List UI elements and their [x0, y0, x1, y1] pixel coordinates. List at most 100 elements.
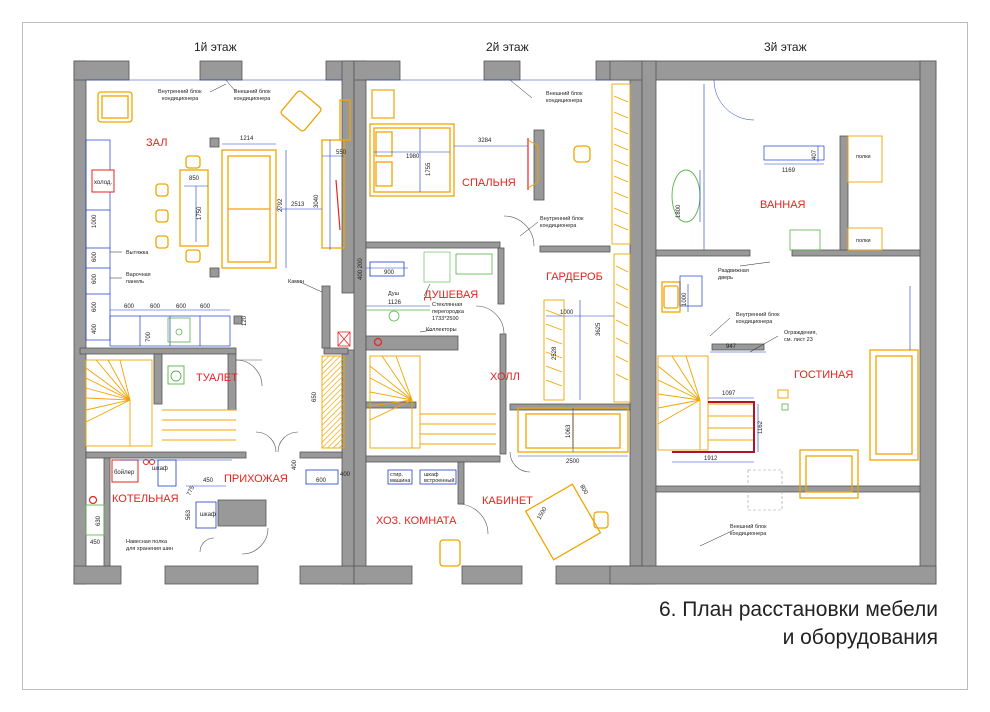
- shaft-icon: [337, 331, 351, 347]
- dim-3625: 3625: [596, 322, 602, 336]
- note-glass-3: 1733*2500: [432, 316, 459, 322]
- dim-1500: 1500: [537, 506, 549, 521]
- floor-2-room-labels: СПАЛЬНЯ ДУШЕВАЯ ГАРДЕРОБ ХОЛЛ КАБИНЕТ ХО…: [376, 177, 603, 527]
- floor-1-notes: Внутренний блок кондиционера Внешний бло…: [126, 88, 304, 552]
- floor-1-doors: [199, 359, 299, 555]
- dim-1169: 1169: [782, 168, 796, 174]
- note-f2-outdoor-unit: Внешний блок: [546, 90, 583, 97]
- note-f3-outdoor-unit: Внешний блок: [730, 523, 767, 530]
- dim-1750: 1750: [197, 206, 203, 220]
- floor-2-notes: Внешний блок кондиционера Внутренний бло…: [388, 90, 584, 484]
- dim-650: 650: [312, 391, 318, 402]
- dim-550: 550: [336, 150, 347, 156]
- builtin-cabinet-box: [419, 469, 457, 485]
- room-label-spalnya: СПАЛЬНЯ: [462, 177, 516, 189]
- note-f3-indoor-unit-2: кондиционера: [736, 319, 773, 325]
- dim-400-b: 400: [292, 459, 298, 470]
- floor-3-leaders: [699, 261, 779, 547]
- floor-1-title: 1й этаж: [194, 40, 237, 54]
- hall-bench: [305, 469, 339, 485]
- dim-3284: 3284: [478, 138, 492, 144]
- utility-sink: [85, 504, 105, 536]
- floor-1-dimension-text: 1214 850 1750 2792 2513 550 3040 1000 60…: [90, 136, 351, 546]
- dim-1063: 1063: [566, 424, 572, 438]
- dim-2528: 2528: [552, 346, 558, 360]
- note-glass: Стеклянная: [432, 302, 462, 308]
- floor-3-walls: [609, 60, 937, 585]
- room-label-tualet: ТУАЛЕТ: [196, 372, 238, 384]
- study-furniture: [439, 407, 629, 567]
- sink-drain-icon: [175, 328, 183, 336]
- sheet-frame: [22, 22, 968, 690]
- dim-450-b: 450: [90, 540, 101, 546]
- dim-2500: 2500: [566, 459, 580, 465]
- cabinet-b-box: [195, 501, 217, 529]
- note-railing: Ограждения,: [784, 330, 817, 336]
- floor-1-dimensions: [110, 140, 344, 487]
- note-builtin: шкаф: [424, 472, 439, 478]
- shower-basin: [455, 253, 493, 275]
- note-outdoor-unit-2: кондиционера: [234, 96, 271, 102]
- floor-2-dimension-text: 3284 1980 1755 400 200 900 1126 1000 252…: [358, 138, 602, 521]
- vanity-top: [763, 145, 825, 161]
- dim-600-g: 600: [200, 304, 211, 310]
- note-shelves-a: полки: [856, 154, 871, 160]
- floor-1-kitchen-run: [85, 139, 231, 347]
- floor-1-furniture: [97, 90, 351, 269]
- dim-400-200: 400 200: [358, 258, 364, 280]
- floor-2-title: 2й этаж: [486, 40, 529, 54]
- note-shelf-2: для хранения шин: [126, 546, 173, 552]
- room-label-prihozhaya: ПРИХОЖАЯ: [224, 473, 288, 485]
- room-label-vannaya: ВАННАЯ: [760, 199, 806, 211]
- note-f3-outdoor-unit-2: кондиционера: [730, 531, 767, 537]
- tv-stand: [527, 139, 539, 189]
- dim-600-e: 600: [150, 304, 161, 310]
- note-shelf: Навесная полка: [126, 539, 168, 545]
- cabinet-a-box: [157, 459, 177, 487]
- double-bed: [369, 123, 591, 197]
- floor-3-plan: 407 1169 1800 1000 947 1097 1162 1912 по…: [609, 60, 937, 585]
- kitchen-sink: [167, 317, 191, 343]
- washer-box: [387, 469, 413, 485]
- living-outlet: [781, 403, 789, 411]
- dim-850: 850: [189, 176, 200, 182]
- note-f2-indoor-unit-2: кондиционера: [540, 223, 577, 229]
- room-label-hoz-komnata: ХОЗ. КОМНАТА: [376, 515, 457, 527]
- note-builtin-2: встроенный: [424, 477, 454, 484]
- dim-600-c: 600: [92, 301, 98, 312]
- dim-630: 630: [96, 515, 102, 526]
- floor-3-dimension-text: 407 1169 1800 1000 947 1097 1162 1912: [676, 149, 818, 462]
- shelves-b-box: [847, 227, 883, 251]
- dim-1097: 1097: [722, 391, 736, 397]
- note-outdoor-unit: Внешний блок: [234, 88, 271, 95]
- note-sliding-door-2: дверь: [718, 275, 733, 281]
- fridge-label: холод.: [94, 180, 112, 186]
- floor-1-room-labels: ЗАЛ ТУАЛЕТ ПРИХОЖАЯ КОТЕЛЬНАЯ: [112, 137, 288, 505]
- room-label-holl: ХОЛЛ: [490, 371, 520, 383]
- note-f2-indoor-unit: Внутренний блок: [540, 215, 584, 222]
- dim-1126: 1126: [388, 300, 402, 306]
- dim-1755: 1755: [426, 162, 432, 176]
- collector-icon: [373, 337, 383, 347]
- room-label-kotelnaya: КОТЕЛЬНАЯ: [112, 493, 179, 505]
- note-collectors: Коллекторы: [426, 327, 457, 333]
- dim-600-a: 600: [92, 251, 98, 262]
- dim-400: 400: [92, 323, 98, 334]
- note-shelves-b: полки: [856, 238, 871, 244]
- boiler-pipe-icon-2: [149, 459, 155, 465]
- dressing-room-hangers: [543, 253, 631, 403]
- room-label-zal: ЗАЛ: [146, 137, 167, 149]
- bath-door-swing: [713, 79, 755, 121]
- note-glass-2: перегородка: [432, 309, 465, 315]
- tv-panel: [335, 179, 341, 231]
- dim-1162: 1162: [758, 420, 764, 434]
- dim-600-h: 600: [316, 478, 327, 484]
- note-indoor-unit-2: кондиционера: [162, 96, 199, 102]
- dim-1000-f2: 1000: [560, 310, 574, 316]
- floor-1-stairs: [85, 355, 345, 449]
- note-cooktop-2: панель: [126, 279, 144, 285]
- floor-2-doors: [457, 215, 535, 535]
- dim-407: 407: [812, 149, 818, 160]
- floor-3-room-labels: ВАННАЯ ГОСТИНАЯ: [760, 199, 853, 381]
